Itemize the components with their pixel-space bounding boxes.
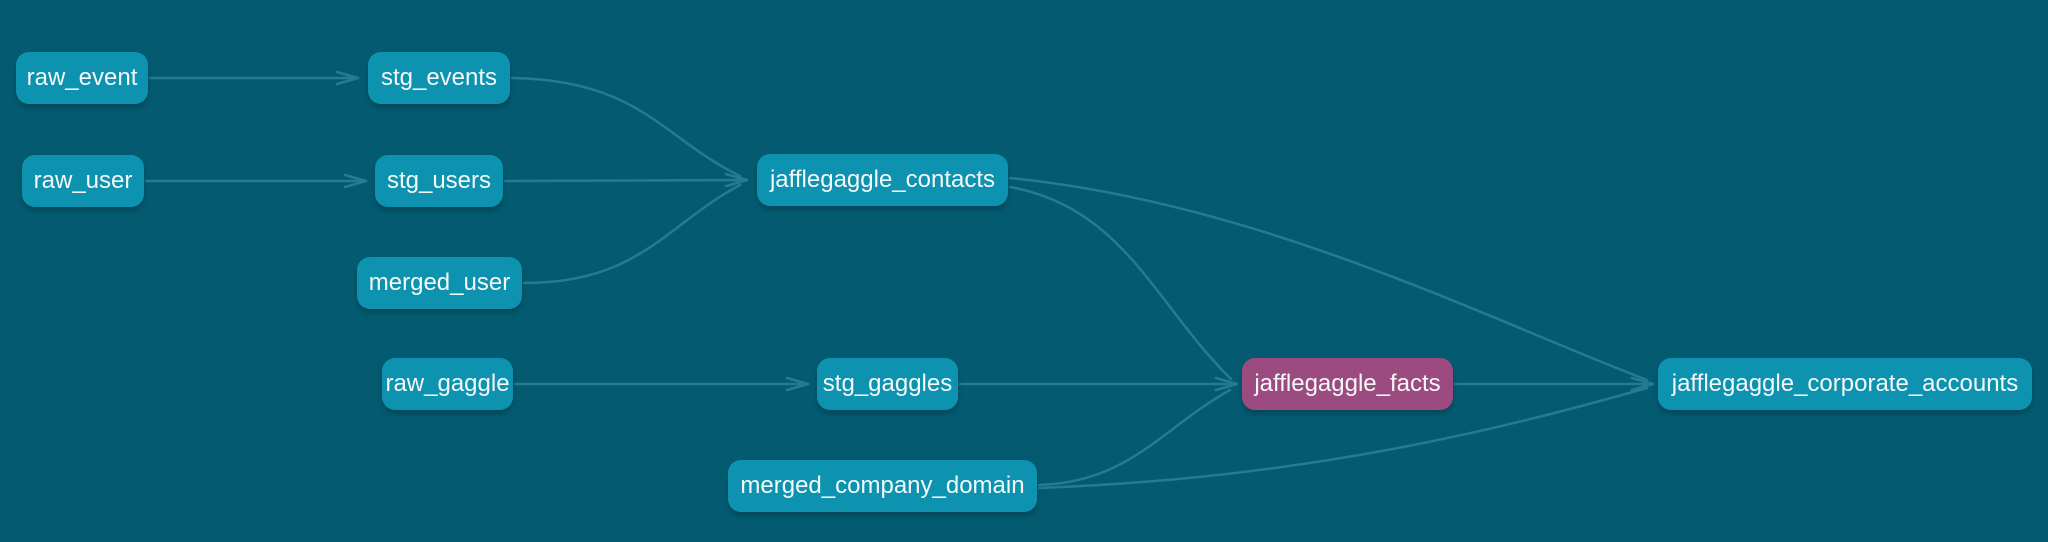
edge-jafflegaggle_contacts-jafflegaggle_facts [1008, 185, 1233, 381]
node-label: raw_user [33, 167, 133, 194]
node-stg-events[interactable]: stg_events [368, 52, 510, 104]
edge-merged_user-jafflegaggle_contacts [522, 183, 742, 285]
node-label: merged_company_domain [740, 472, 1025, 499]
node-label: stg_events [380, 64, 498, 91]
node-jafflegaggle-corporate-accounts[interactable]: jafflegaggle_corporate_accounts [1658, 358, 2032, 410]
node-label: jafflegaggle_corporate_accounts [1671, 370, 2019, 397]
node-merged-user[interactable]: merged_user [357, 257, 522, 309]
node-stg-gaggles[interactable]: stg_gaggles [817, 358, 958, 410]
node-label: raw_gaggle [385, 370, 510, 397]
edge-merged_company_domain-jafflegaggle_facts [1037, 388, 1232, 487]
node-stg-users[interactable]: stg_users [375, 155, 503, 207]
node-jafflegaggle-facts[interactable]: jafflegaggle_facts [1242, 358, 1453, 410]
node-label: merged_user [368, 269, 511, 296]
edge-merged_company_domain-jafflegaggle_corporate_accounts [1037, 386, 1649, 490]
edge-stg_users-jafflegaggle_contacts [503, 172, 749, 188]
node-merged-company-domain[interactable]: merged_company_domain [728, 460, 1037, 512]
node-raw-gaggle[interactable]: raw_gaggle [382, 358, 513, 410]
node-raw-event[interactable]: raw_event [16, 52, 148, 104]
node-label: jafflegaggle_contacts [769, 166, 996, 193]
node-jafflegaggle-contacts[interactable]: jafflegaggle_contacts [757, 154, 1008, 206]
edge-stg_events-jafflegaggle_contacts [510, 76, 742, 178]
edge-jafflegaggle_contacts-jafflegaggle_corporate_accounts [1008, 176, 1649, 382]
node-label: raw_event [26, 64, 138, 91]
node-label: stg_users [386, 167, 492, 194]
node-raw-user[interactable]: raw_user [22, 155, 144, 207]
node-label: jafflegaggle_facts [1254, 370, 1441, 397]
node-label: stg_gaggles [822, 370, 953, 397]
